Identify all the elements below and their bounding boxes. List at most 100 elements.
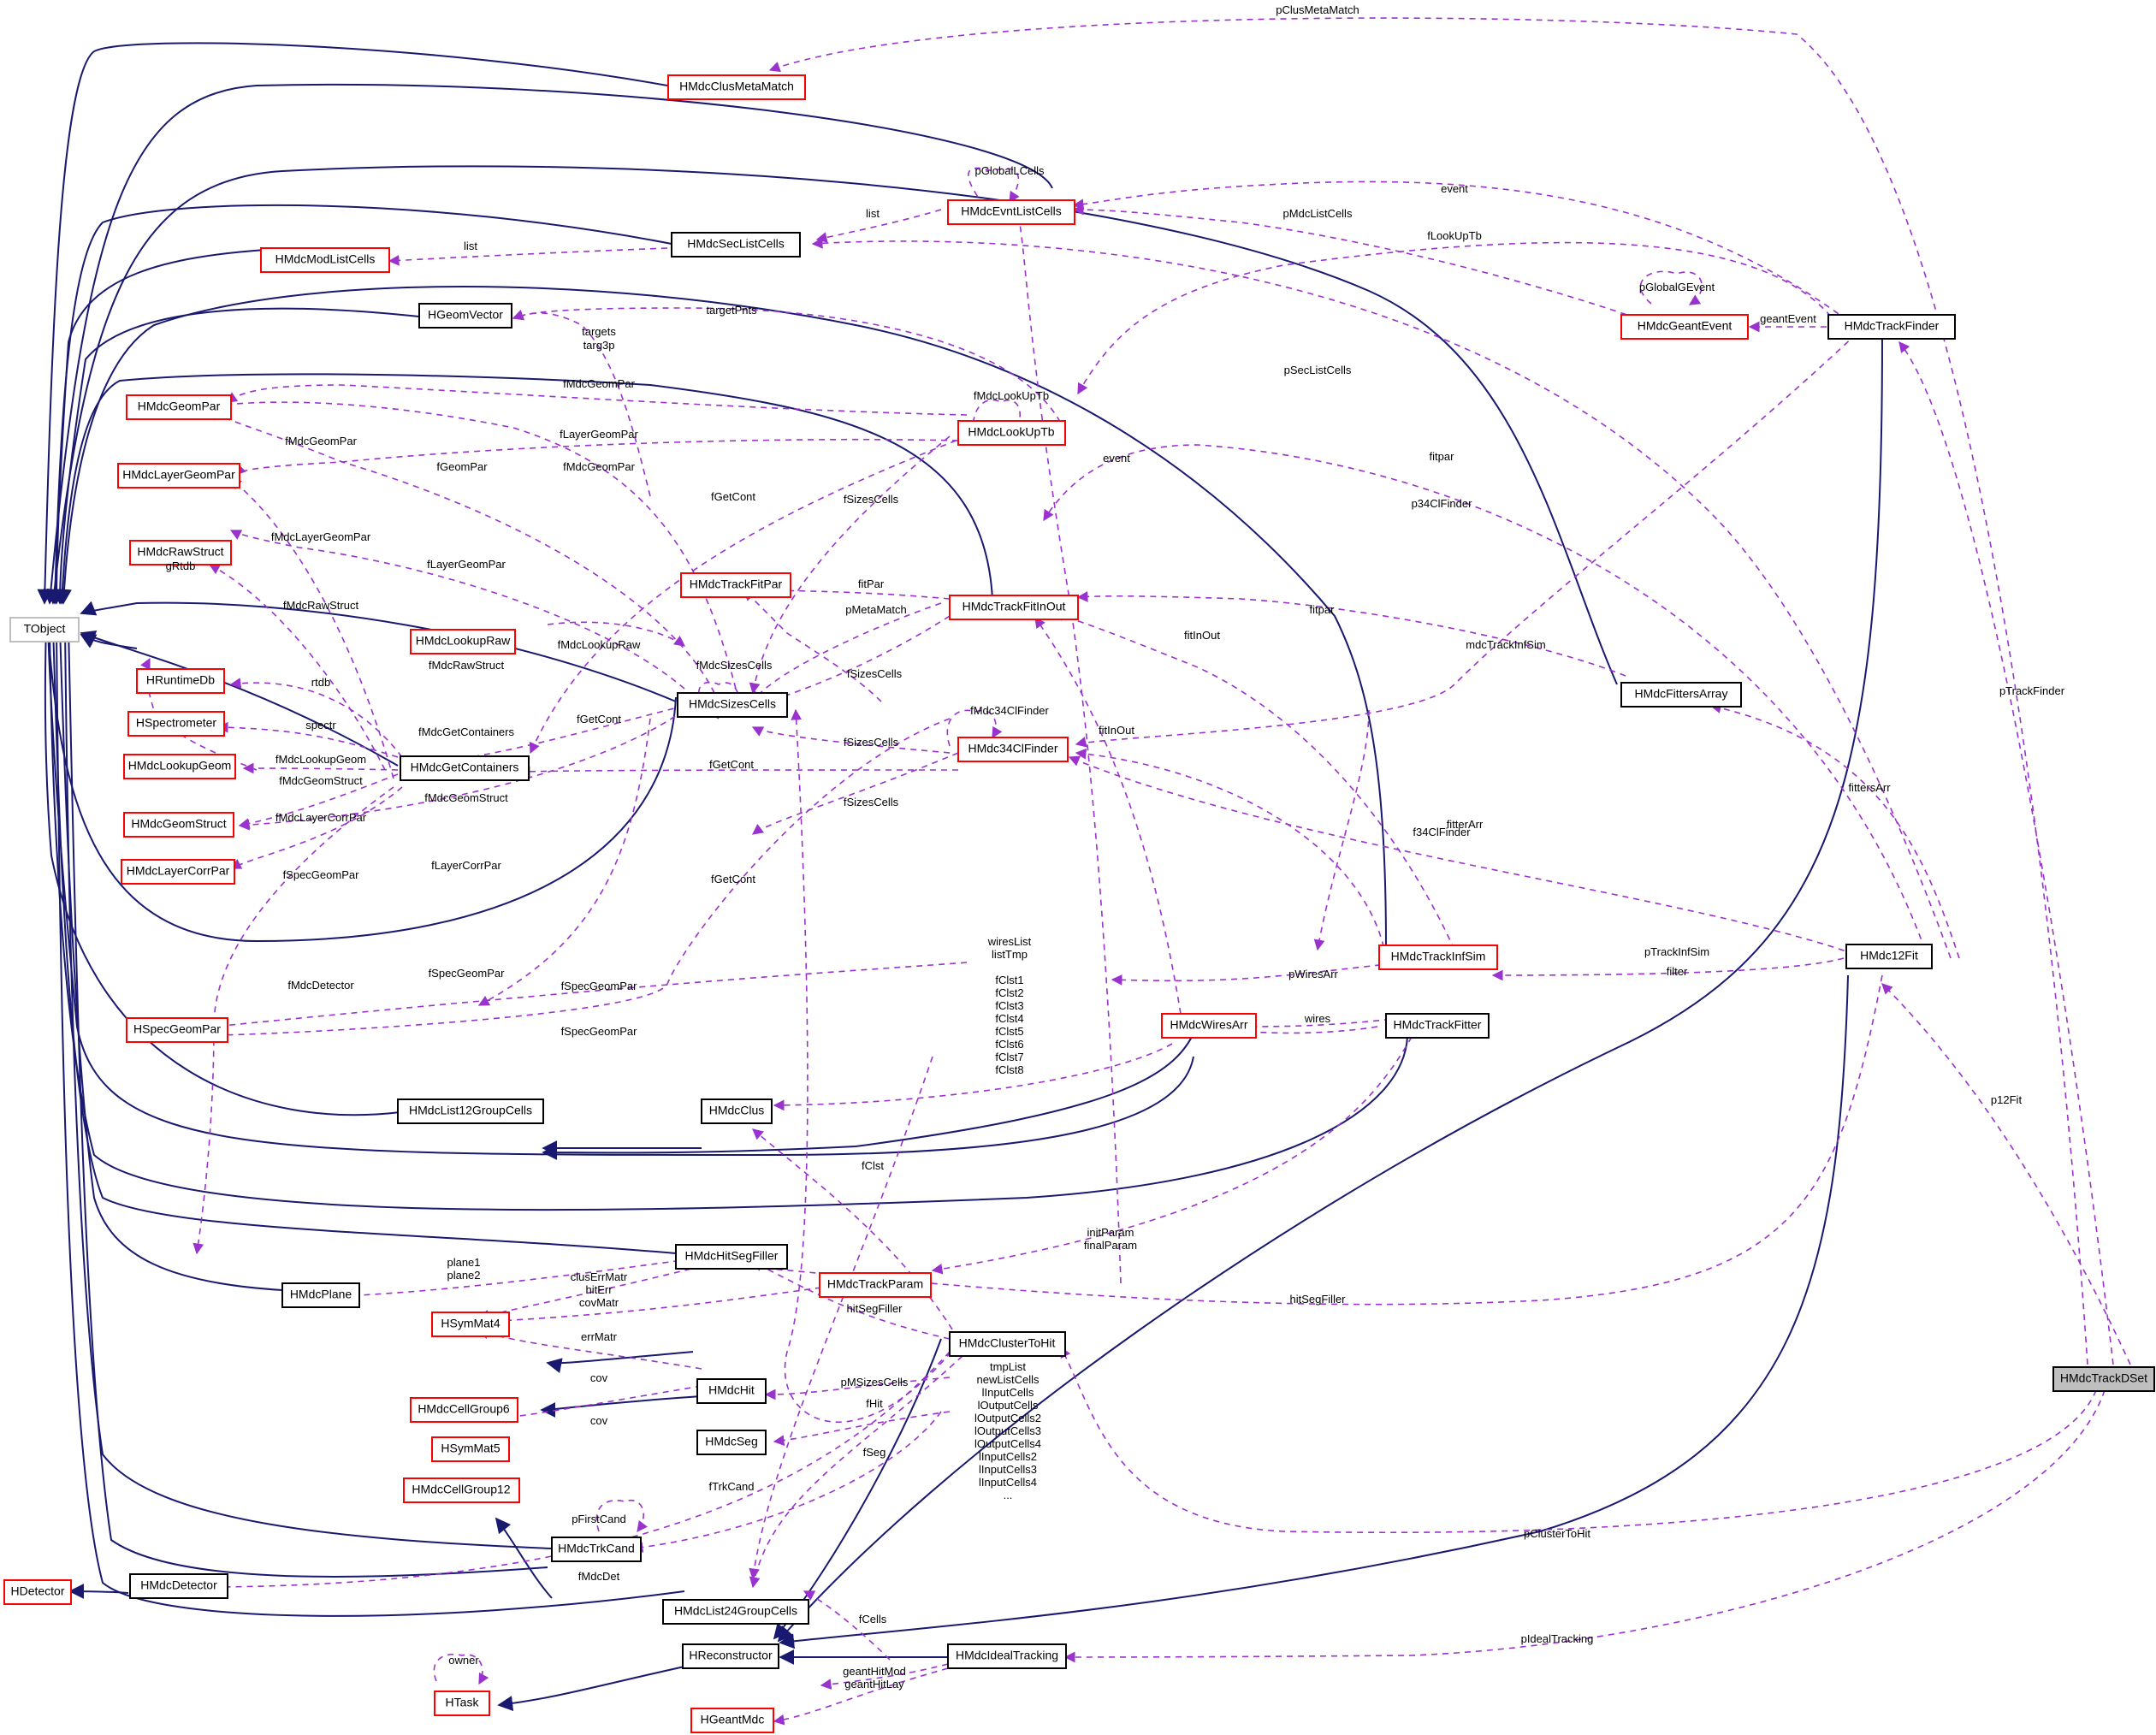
node-label: HMdcEvntListCells <box>961 204 1061 218</box>
node-hmdcmodlistcells[interactable]: HMdcModListCells <box>260 247 390 273</box>
fclst-label-list: fClst1fClst2fClst3fClst4fClst5fClst6fCls… <box>995 974 1023 1076</box>
node-hmdcseclistcells[interactable]: HMdcSecListCells <box>671 232 801 258</box>
edge-label: fMdcGeomStruct <box>424 791 508 804</box>
node-hmdcgeantevent[interactable]: HMdcGeantEvent <box>1620 314 1749 340</box>
node-hmdcwiresarr[interactable]: HMdcWiresArr <box>1161 1013 1257 1039</box>
edge-label: fSizesCells <box>844 736 899 749</box>
cell-label-list: tmpListnewListCellslInputCellslOutputCel… <box>974 1360 1041 1501</box>
node-hmdctrackdset[interactable]: HMdcTrackDSet <box>2052 1366 2155 1392</box>
node-hmdclayergeompar[interactable]: HMdcLayerGeomPar <box>117 463 240 489</box>
node-hmdcgetcontainers[interactable]: HMdcGetContainers <box>400 755 530 781</box>
node-hmdc34clfinder[interactable]: HMdc34ClFinder <box>957 737 1069 762</box>
node-hmdccellgroup6[interactable]: HMdcCellGroup6 <box>410 1397 518 1423</box>
edge-label: fMdcGeomPar <box>285 435 357 447</box>
node-hsymmat5[interactable]: HSymMat5 <box>431 1436 510 1462</box>
node-hspecgeompar[interactable]: HSpecGeomPar <box>126 1017 228 1043</box>
edge-label: lInputCells4 <box>979 1476 1037 1489</box>
node-hgeantmdc[interactable]: HGeantMdc <box>690 1708 774 1733</box>
node-hruntimedb[interactable]: HRuntimeDb <box>136 668 225 694</box>
edge-label: lOutputCells3 <box>974 1424 1041 1437</box>
node-hmdctrackfitinout[interactable]: HMdcTrackFitInOut <box>949 595 1079 620</box>
node-hreconstructor[interactable]: HReconstructor <box>682 1643 779 1669</box>
node-hmdcidealtracking[interactable]: HMdcIdealTracking <box>947 1643 1067 1669</box>
edge-label: pTrackFinder <box>1999 684 2065 697</box>
node-hmdclookupraw[interactable]: HMdcLookupRaw <box>410 629 516 654</box>
edge-label: list <box>464 240 477 252</box>
node-hmdclayercorrpar[interactable]: HMdcLayerCorrPar <box>121 859 235 885</box>
edge-label: fHit <box>866 1397 883 1410</box>
node-hmdcclustertohit[interactable]: HMdcClusterToHit <box>949 1331 1066 1357</box>
edge-label: fClst2 <box>995 986 1023 999</box>
node-label: HMdcLayerGeomPar <box>122 468 235 482</box>
edge-label: fClst5 <box>995 1025 1023 1038</box>
node-hmdctrackinfsim[interactable]: HMdcTrackInfSim <box>1378 944 1498 970</box>
edge-label: targetPnts <box>706 304 757 317</box>
edge-label: hitSegFiller <box>846 1302 903 1315</box>
node-label: HMdcCellGroup12 <box>412 1483 510 1496</box>
edge-label: fSizesCells <box>844 493 899 506</box>
node-hmdclist12groupcells[interactable]: HMdcList12GroupCells <box>397 1098 544 1124</box>
edge-label: fMdcLayerCorrPar <box>275 811 367 824</box>
node-hmdcclusmetamatch[interactable]: HMdcClusMetaMatch <box>667 74 806 100</box>
node-hmdchitsegfiller[interactable]: HMdcHitSegFiller <box>675 1244 788 1270</box>
node-hmdcrawstruct[interactable]: HMdcRawStruct <box>129 540 232 566</box>
edge-label: lOutputCells2 <box>974 1412 1041 1424</box>
node-hmdctrackparam[interactable]: HMdcTrackParam <box>819 1272 932 1298</box>
node-hmdcevntlistcells[interactable]: HMdcEvntListCells <box>947 199 1075 225</box>
node-hmdclookupgeom[interactable]: HMdcLookupGeom <box>123 754 236 779</box>
node-label: HMdcSeg <box>705 1435 757 1448</box>
node-hmdctrackfinder[interactable]: HMdcTrackFinder <box>1827 314 1956 340</box>
edge-label: cov <box>590 1414 608 1427</box>
edge-label: fGetCont <box>577 713 621 725</box>
node-hmdcseg[interactable]: HMdcSeg <box>696 1430 767 1455</box>
node-label: HSpectrometer <box>136 716 216 730</box>
node-hmdcplane[interactable]: HMdcPlane <box>281 1282 360 1308</box>
node-hmdclookuptb[interactable]: HMdcLookUpTb <box>957 420 1066 446</box>
edge-label: fClst8 <box>995 1063 1023 1076</box>
edge-label: p34ClFinder <box>1412 497 1472 510</box>
node-label: HSpecGeomPar <box>133 1022 221 1036</box>
edge-label: pIdealTracking <box>1521 1632 1594 1645</box>
node-hmdc12fit[interactable]: HMdc12Fit <box>1845 944 1933 969</box>
node-label: HMdcClusterToHit <box>959 1336 1056 1350</box>
edge-label: targ3p <box>583 339 615 352</box>
node-hmdctrkcand[interactable]: HMdcTrkCand <box>551 1537 642 1562</box>
node-hmdctrackfitter[interactable]: HMdcTrackFitter <box>1385 1013 1490 1039</box>
edge-label: fClst7 <box>995 1051 1023 1063</box>
node-hmdcgeomstruct[interactable]: HMdcGeomStruct <box>123 812 234 838</box>
edge-label: fitInOut <box>1099 724 1134 737</box>
node-hmdclist24groupcells[interactable]: HMdcList24GroupCells <box>662 1599 809 1625</box>
node-hmdcfittersarray[interactable]: HMdcFittersArray <box>1620 682 1742 708</box>
edge-label: lInputCells2 <box>979 1450 1037 1463</box>
node-hmdcdetector[interactable]: HMdcDetector <box>129 1573 228 1599</box>
edge-label: fMdcDet <box>578 1570 620 1583</box>
node-label: HMdcGeomPar <box>138 400 221 413</box>
node-hmdccellgroup12[interactable]: HMdcCellGroup12 <box>403 1477 520 1503</box>
node-hspectrometer[interactable]: HSpectrometer <box>127 711 225 737</box>
edge-label: mdcTrackInfSim <box>1466 638 1545 651</box>
node-htask[interactable]: HTask <box>434 1691 490 1716</box>
node-hmdcclus[interactable]: HMdcClus <box>701 1098 773 1124</box>
node-tobject[interactable]: TObject <box>9 617 80 642</box>
node-hsymmat4[interactable]: HSymMat4 <box>431 1312 510 1337</box>
edge-label: fTrkCand <box>709 1480 755 1493</box>
node-hmdchit[interactable]: HMdcHit <box>696 1378 767 1404</box>
inheritance-edges <box>37 42 1883 1712</box>
node-label: HGeomVector <box>428 308 503 322</box>
edge-label: fGetCont <box>711 490 755 503</box>
node-hdetector[interactable]: HDetector <box>3 1579 72 1605</box>
node-hmdcgeompar[interactable]: HMdcGeomPar <box>126 394 232 420</box>
edge-label: covMatr <box>579 1296 619 1309</box>
node-hmdctrackfitpar[interactable]: HMdcTrackFitPar <box>680 572 791 598</box>
node-label: HDetector <box>10 1584 64 1598</box>
node-label: HMdcTrackFitPar <box>690 577 783 591</box>
node-label: HSymMat4 <box>441 1317 500 1330</box>
node-hmdcsizescells[interactable]: HMdcSizesCells <box>677 692 788 718</box>
node-hgeomvector[interactable]: HGeomVector <box>418 303 512 329</box>
edge-label: fClst4 <box>995 1012 1023 1025</box>
edge-label: fMdcLookupRaw <box>558 638 641 651</box>
node-label: HMdcTrkCand <box>558 1542 635 1555</box>
node-label: HMdcLookUpTb <box>968 425 1054 439</box>
edge-label: lOutputCells <box>978 1399 1039 1412</box>
node-label: HReconstructor <box>689 1649 773 1662</box>
